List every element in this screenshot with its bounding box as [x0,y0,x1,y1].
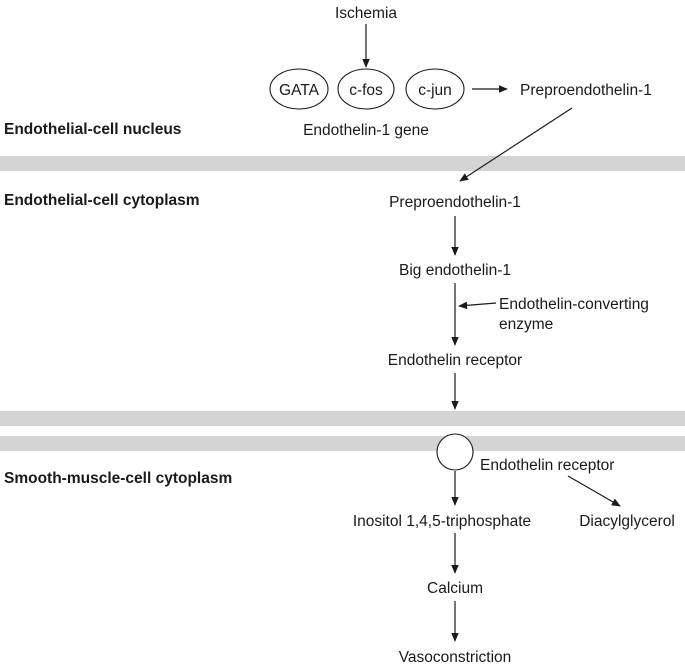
preproendothelin-nucleus-label: Preproendothelin-1 [520,82,652,99]
ece-label-line1: Endothelin-converting [499,296,649,313]
nuclear-membrane [0,156,685,171]
endothelin-1-gene-label: Endothelin-1 gene [303,122,429,139]
endothelial-cell-membrane [0,411,685,426]
diacylglycerol-label: Diacylglycerol [579,513,675,530]
c-fos-oval [337,68,395,110]
c-fos-label: c-fos [349,82,383,99]
receptor-circle [436,433,474,471]
arrow-preproendothelin-to-cytoplasm [459,107,573,182]
endothelin-receptor-upper-label: Endothelin receptor [388,352,522,369]
gata-label: GATA [279,82,320,99]
arrow-receptor-to-diacylglycerol [567,475,621,507]
region-label-endothelial-cytoplasm: Endothelial-cell cytoplasm [4,192,200,209]
ischemia-label: Ischemia [335,5,397,22]
arrow-ece-to-pathway [458,301,497,310]
big-endothelin-label: Big endothelin-1 [399,262,511,279]
smooth-muscle-cell-membrane [0,436,685,451]
preproendothelin-cytoplasm-label: Preproendothelin-1 [389,194,521,211]
vasoconstriction-label: Vasoconstriction [399,649,512,666]
calcium-label: Calcium [427,580,483,597]
c-jun-oval [405,68,465,110]
c-jun-label: c-jun [418,82,452,99]
ip3-label: Inositol 1,4,5-triphosphate [353,513,531,530]
region-label-nucleus: Endothelial-cell nucleus [4,121,181,138]
region-label-smooth-muscle-cytoplasm: Smooth-muscle-cell cytoplasm [4,470,232,487]
gata-oval [269,68,329,110]
endothelin-receptor-lower-label: Endothelin receptor [480,457,614,474]
ece-label-line2: enzyme [499,316,553,333]
